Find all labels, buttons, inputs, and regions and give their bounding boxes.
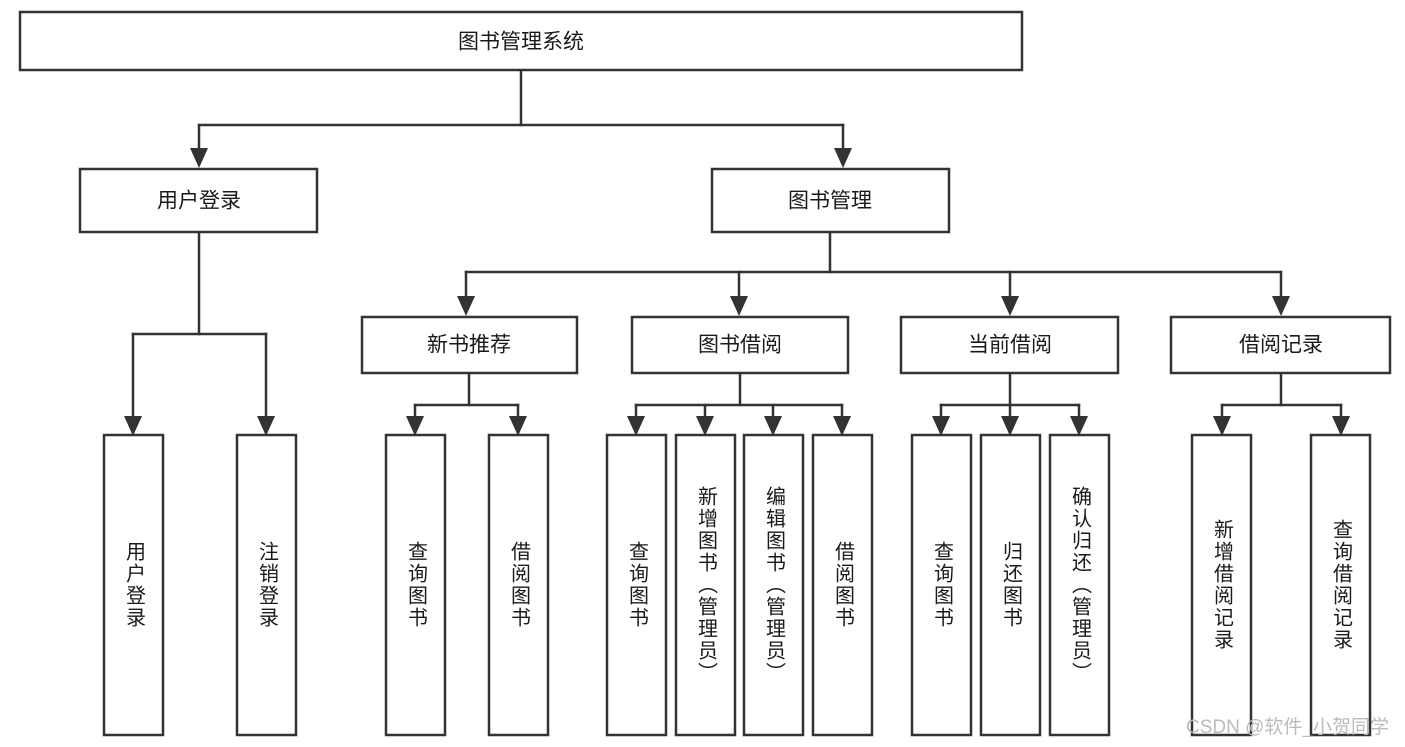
node-leaf-query-record[interactable] xyxy=(1309,433,1372,737)
node-book-manage[interactable]: 图书管理 xyxy=(710,167,951,234)
node-borrow-record[interactable]: 借阅记录 xyxy=(1169,315,1392,375)
node-root-label: 图书管理系统 xyxy=(458,31,584,54)
node-book-borrow[interactable]: 图书借阅 xyxy=(630,315,850,375)
node-root[interactable]: 图书管理系统 xyxy=(18,10,1024,72)
connector-borrowrecord-to-leaves xyxy=(1213,371,1350,436)
node-borrow-record-label: 借阅记录 xyxy=(1239,334,1323,357)
csdn-watermark: CSDN @软件_小贺同学 xyxy=(1186,717,1389,738)
node-leaf-edit-book[interactable] xyxy=(742,433,805,737)
node-leaf-user-login[interactable] xyxy=(102,433,165,737)
node-current-borrow-label: 当前借阅 xyxy=(968,334,1052,357)
node-leaf-return-book[interactable] xyxy=(979,433,1042,737)
connector-userlogin-to-leaves xyxy=(124,231,275,436)
node-leaf-query-book-2[interactable] xyxy=(605,433,668,737)
node-current-borrow[interactable]: 当前借阅 xyxy=(899,315,1120,375)
node-leaf-add-book[interactable] xyxy=(674,433,737,737)
connector-root-to-level2 xyxy=(190,69,852,168)
connector-newbook-to-leaves xyxy=(406,371,527,436)
node-new-book-rec-label: 新书推荐 xyxy=(427,334,511,357)
node-leaf-add-record[interactable] xyxy=(1190,433,1253,737)
node-book-borrow-label: 图书借阅 xyxy=(698,334,782,357)
node-leaf-query-book-3[interactable] xyxy=(910,433,973,737)
node-leaf-user-logout[interactable] xyxy=(235,433,298,737)
node-leaf-borrow-book-2[interactable] xyxy=(811,433,874,737)
node-new-book-rec[interactable]: 新书推荐 xyxy=(360,315,579,375)
node-leaf-confirm-return[interactable] xyxy=(1048,433,1111,737)
connector-currentborrow-to-leaves xyxy=(932,371,1088,436)
connector-bookmanage-to-level3 xyxy=(457,231,1290,316)
node-leaf-query-book-1[interactable] xyxy=(384,433,447,737)
node-user-login[interactable]: 用户登录 xyxy=(78,167,319,234)
node-user-login-label: 用户登录 xyxy=(157,190,241,213)
node-book-manage-label: 图书管理 xyxy=(788,190,872,213)
connector-bookborrow-to-leaves xyxy=(627,371,851,436)
node-leaf-borrow-book-1[interactable] xyxy=(487,433,550,737)
